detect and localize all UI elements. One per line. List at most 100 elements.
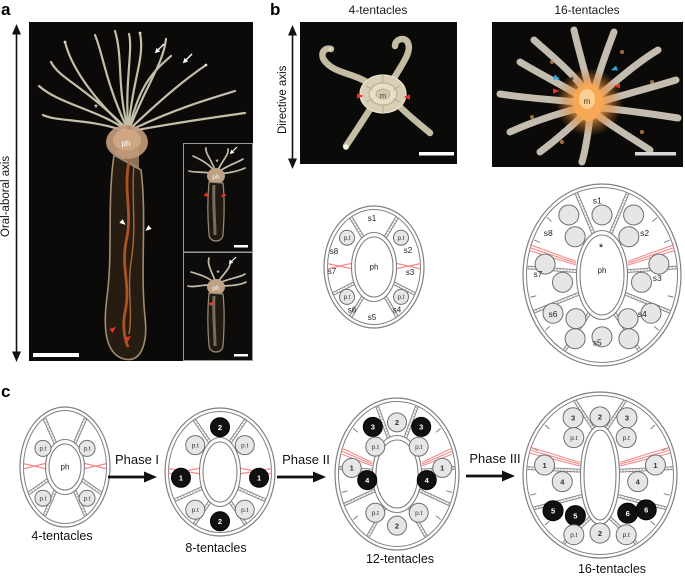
svg-text:1: 1 [542,461,546,470]
tentacle-circle-6: 6 [617,502,639,524]
oral-asterisk: * [216,269,219,278]
segment-label-s3: s3 [406,268,415,277]
white-arrowhead [145,225,152,231]
stage-title-4t: 4-tentacles [31,529,93,543]
oral-asterisk: * [94,103,98,114]
tentacle-tip-highlights [63,31,208,67]
svg-text:p.t: p.t [344,294,351,301]
tentacle-circle-p.t: p.t [234,499,255,520]
red-arrowhead [208,301,214,307]
svg-text:4: 4 [425,476,430,485]
segment-label-s7: s7 [328,267,337,276]
white-arrows [119,43,193,231]
oral-aboral-axis-label: Oral-aboral axis [0,155,12,237]
tentacle-circle-1: 1 [534,454,556,476]
panel-a-label: a [1,0,11,19]
tentacle-circle-unlabeled [534,253,556,275]
segment-label-s5: s5 [593,337,602,347]
tentacle-circle-3: 3 [411,416,432,437]
segment-label-s7: s7 [534,269,543,279]
blue-arrowhead [553,74,561,80]
pharynx-label: ph [370,263,379,272]
scale-bar [234,245,248,248]
svg-text:4: 4 [636,477,641,486]
svg-text:5: 5 [573,511,577,520]
mouth-label: m [584,97,591,106]
tentacle-circle-2: 2 [387,412,407,433]
svg-text:1: 1 [350,464,354,473]
white-arrow [228,256,237,265]
inset-early-polyp-top: ph * [183,143,253,253]
tentacle-circle-p.t: p.t [78,489,96,507]
tentacle-circle-unlabeled [564,226,586,248]
tentacle-circle-6: 6 [635,499,657,521]
tentacle-circle-unlabeled [591,204,613,226]
segment-label-s2: s2 [404,246,413,255]
svg-text:5: 5 [551,506,555,515]
svg-text:p.t: p.t [623,435,630,442]
tentacle-circle-4: 4 [357,470,378,491]
panel-b-label: b [270,0,281,19]
directive-axis-arrow [288,25,297,169]
phase-3-label: Phase III [469,451,521,466]
photo-16-tentacle-polyp: m * [492,22,683,167]
photo-4-tentacle-polyp: m [300,22,457,164]
svg-text:p.t: p.t [415,444,422,451]
tentacle-circle-p.t: p.t [339,229,355,246]
tentacle-circle-2: 2 [387,515,407,536]
tentacle-circle-p.t: p.t [615,427,637,449]
svg-text:4: 4 [560,477,565,486]
phase-1-transition: Phase I [106,452,168,483]
oral-aboral-axis-arrow [12,24,21,362]
svg-text:3: 3 [419,423,423,432]
directive-axis-label: Directive axis [277,65,289,134]
tentacle-circle-1: 1 [170,467,191,488]
white-arrow [229,146,238,155]
tentacle-circle-p.t: p.t [234,435,255,456]
tentacle-circle-p.t: p.t [78,439,96,457]
tentacle-circle-p.t: p.t [339,288,355,305]
scale-bar [234,354,248,357]
svg-text:1: 1 [179,473,183,482]
tentacle-circle-4: 4 [416,470,437,491]
tentacle-circle-p.t: p.t [408,436,429,457]
phase-2-arrow [277,471,326,483]
tentacle-circle-3: 3 [362,416,383,437]
tentacle-circle-p.t: p.t [365,436,386,457]
tentacle-circle-p.t: p.t [34,489,52,507]
svg-text:2: 2 [395,521,399,530]
segment-label-s8: s8 [544,228,553,238]
tentacle-circle-unlabeled [618,328,640,350]
svg-text:2: 2 [598,413,602,422]
blue-arrowhead [610,65,618,71]
red-arrowhead [124,335,131,342]
red-arrowhead [220,192,227,198]
segment-label-s4: s4 [393,306,402,315]
segment-label-s5: s5 [368,313,377,322]
panel-a-photo: ph * ph * [29,22,253,361]
tentacle-circle-p.t: p.t [34,439,52,457]
svg-text:2: 2 [395,418,399,427]
red-arrowhead [109,326,116,333]
svg-text:6: 6 [626,509,630,518]
scale-bar [419,152,454,156]
inset-early-polyp-bottom: ph * [183,252,253,361]
tentacle-circle-unlabeled [565,308,587,330]
oral-asterisk: * [570,75,575,87]
mouth-label: m [380,91,386,100]
segment-label-s8: s8 [330,247,339,256]
tentacle-circle-unlabeled [623,204,645,226]
tentacle-circle-3: 3 [616,407,638,429]
svg-text:p.t: p.t [570,435,577,442]
svg-text:3: 3 [625,413,629,422]
tentacle-circle-unlabeled [618,226,640,248]
svg-text:p.t: p.t [344,235,351,242]
tentacle-circle-1: 1 [249,467,270,488]
phase-2-transition: Phase II [275,452,337,483]
pharynx-label: ph [122,139,131,148]
